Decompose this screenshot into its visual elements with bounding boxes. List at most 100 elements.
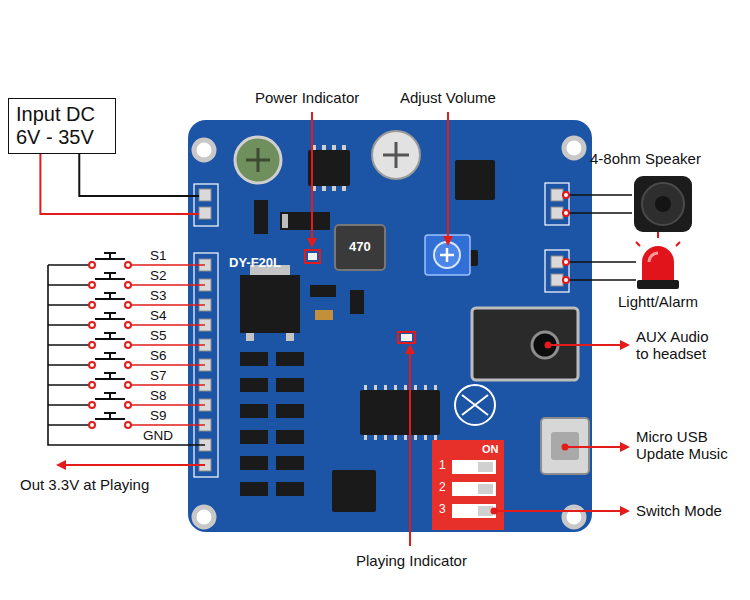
capacitor (235, 137, 281, 183)
button-terminal (125, 402, 131, 408)
chip-leg (332, 186, 336, 191)
chip-leg (394, 435, 397, 440)
chip-leg (342, 145, 346, 150)
label-slot: 2 (439, 481, 446, 495)
label-slot: Micro USB Update Music (636, 428, 740, 463)
label-slot: AUX Audio to headset (636, 328, 724, 363)
voltage-regulator (286, 333, 294, 341)
led (401, 334, 412, 341)
label-slot: S9 (150, 408, 167, 424)
callout-label: Adjust Volume (400, 89, 496, 106)
speaker-icon (634, 176, 692, 232)
label-slot: S2 (150, 268, 167, 284)
transistor (240, 430, 268, 444)
wire-end (563, 192, 569, 283)
transistor (276, 378, 304, 392)
pin-name: S9 (150, 408, 167, 424)
board-logo (455, 385, 495, 425)
header-pin (551, 207, 563, 219)
label-slot: S6 (150, 348, 167, 364)
button-terminal (125, 262, 131, 268)
label-slot: GND (143, 428, 173, 444)
voltage-regulator (315, 310, 333, 320)
label-slot: Lightt/Alarm (618, 293, 698, 310)
board-marking: 3 (439, 503, 446, 517)
callout-label: 4-8ohm Speaker (590, 150, 701, 167)
push-button-symbol (95, 273, 125, 279)
capacitor (383, 142, 409, 168)
wire-end (563, 192, 569, 198)
chip-leg (434, 385, 437, 390)
transistor (240, 352, 268, 366)
led (305, 250, 320, 263)
board-marking: 470 (349, 240, 371, 255)
transistor (240, 482, 268, 496)
dip-switch (432, 440, 504, 530)
transistor (276, 430, 304, 444)
chip-leg (384, 435, 387, 440)
push-button-symbol (95, 353, 125, 359)
button-terminal (89, 382, 95, 388)
push-button-symbol (95, 413, 125, 419)
diode (282, 214, 288, 228)
alarm-light-icon (636, 232, 680, 289)
led (305, 250, 415, 343)
pin-name: GND (143, 428, 173, 444)
header-pin (551, 256, 563, 268)
pin-name: S2 (150, 268, 167, 284)
speaker-icon (634, 176, 692, 232)
label-slot: ON (482, 443, 499, 456)
mounting-hole (194, 507, 214, 527)
button-wire (130, 265, 205, 425)
chip-leg (322, 186, 326, 191)
pin-name: S7 (150, 368, 167, 384)
alarm-light-icon (649, 253, 658, 262)
label-slot: Adjust Volume (400, 89, 496, 106)
alarm-light-icon (637, 280, 679, 289)
chip-leg (394, 385, 397, 390)
capacitor (246, 148, 270, 172)
button-terminal (89, 262, 131, 428)
pin-name: S3 (150, 288, 167, 304)
chip-leg (414, 385, 417, 390)
button-terminal (125, 322, 131, 328)
board-marking: DY-F20L (229, 256, 281, 271)
transistor (276, 482, 304, 496)
label-slot: Switch Mode (636, 502, 722, 519)
speaker-wire (562, 195, 636, 280)
label-slot: 3 (439, 503, 446, 517)
button-terminal (89, 282, 95, 288)
button-wire (48, 265, 90, 425)
capacitor (372, 131, 420, 179)
chip-leg (424, 435, 427, 440)
voltage-regulator (240, 265, 364, 341)
header-outline (545, 183, 569, 225)
dip-switch (478, 462, 493, 472)
diode (254, 200, 330, 234)
chip-leg (384, 385, 387, 390)
transistor (276, 352, 304, 366)
label-slot: 1 (439, 459, 446, 473)
button-wire (48, 265, 205, 445)
chip-leg (434, 435, 437, 440)
push-button-symbol (95, 333, 125, 339)
wire-end (563, 259, 569, 265)
board-marking: 1 (439, 459, 446, 473)
push-button-symbol (95, 393, 125, 399)
alarm-light-icon (636, 232, 680, 246)
speaker-icon (642, 183, 684, 225)
mounting-hole (564, 138, 584, 158)
label-slot: Power Indicator (255, 89, 359, 106)
button-terminal (125, 282, 131, 288)
callout-leader (447, 112, 449, 244)
pcb-board (188, 120, 592, 532)
button-terminal (125, 362, 131, 368)
mounting-hole (194, 140, 214, 160)
chip-leg (322, 145, 326, 150)
speaker-wire (562, 195, 636, 280)
label-slot: S7 (150, 368, 167, 384)
button-terminal (89, 422, 95, 428)
transistor (276, 456, 304, 470)
transistor (240, 404, 268, 418)
chip-leg (364, 435, 367, 440)
